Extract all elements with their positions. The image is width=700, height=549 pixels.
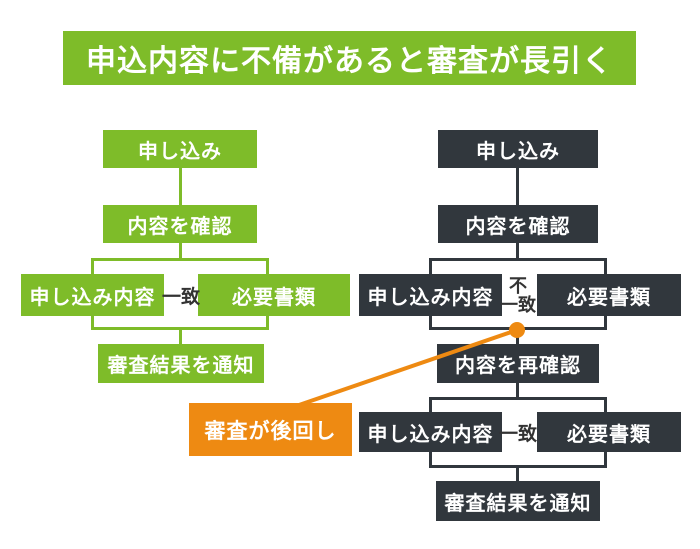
right-apply-box: 申し込み — [438, 130, 598, 168]
right-notify-result-box: 審査結果を通知 — [436, 481, 600, 521]
page-title: 申込内容に不備があると審査が長引く — [86, 44, 613, 79]
left-required-documents-box: 必要書類 — [198, 274, 350, 316]
title-banner: 申込内容に不備があると審査が長引く — [63, 31, 636, 85]
right-required-documents-box-1: 必要書類 — [537, 274, 681, 316]
left-connector-1 — [179, 168, 182, 205]
right-connector-5 — [516, 468, 519, 481]
left-apply-box: 申し込み — [103, 130, 257, 168]
right-connector-3 — [516, 330, 519, 344]
right-connector-4 — [516, 383, 519, 397]
right-connector-1 — [516, 168, 519, 205]
right-connector-2 — [516, 243, 519, 258]
right-recheck-box: 内容を再確認 — [437, 344, 599, 383]
left-notify-result-box: 審査結果を通知 — [98, 344, 264, 383]
left-check-box: 内容を確認 — [103, 205, 257, 243]
right-required-documents-box-2: 必要書類 — [537, 412, 681, 452]
left-application-content-box: 申し込み内容 — [21, 274, 164, 316]
right-match-label: 一致 — [498, 422, 537, 445]
right-application-content-box-2: 申し込み内容 — [359, 412, 502, 452]
left-connector-3 — [179, 330, 182, 344]
right-mismatch-line1: 不 — [509, 276, 527, 297]
left-connector-2 — [179, 243, 182, 258]
right-application-content-box-1: 申し込み内容 — [359, 274, 502, 316]
right-mismatch-label: 不 一致 — [496, 277, 540, 317]
left-match-label: 一致 — [161, 285, 200, 308]
right-check-box: 内容を確認 — [438, 205, 598, 243]
right-mismatch-line2: 一致 — [500, 295, 536, 316]
review-postponed-callout: 審査が後回し — [189, 403, 352, 456]
